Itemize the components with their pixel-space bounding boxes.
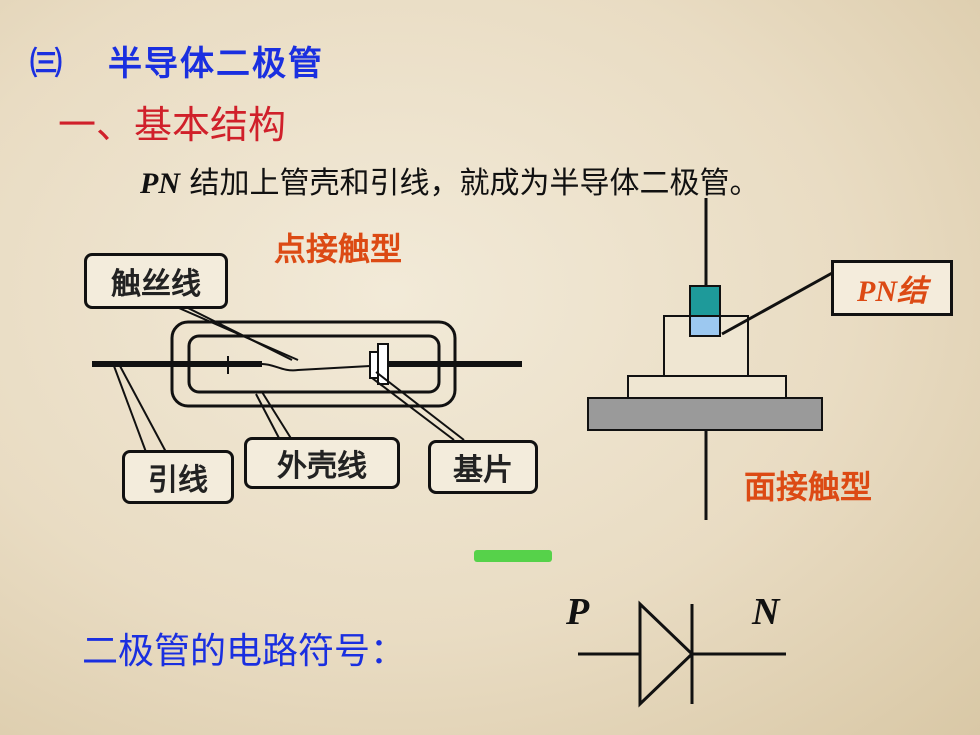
diode-triangle: [638, 600, 695, 708]
description-text: 结加上管壳和引线，就成为半导体二极管。: [189, 166, 760, 201]
symbol-n: N: [752, 591, 780, 633]
description: PN 结加上管壳和引线，就成为半导体二极管。: [140, 158, 760, 202]
diode-symbol: [578, 600, 786, 708]
surface-contact-title: 面接触型: [744, 468, 873, 506]
leader-shell-1: [261, 391, 293, 441]
label-shell: 外壳线: [244, 437, 400, 489]
label-lead: 引线: [122, 450, 234, 504]
leader-lead-1: [113, 365, 147, 453]
leader-pn: [721, 270, 835, 336]
point-contact-title: 点接触型: [274, 230, 403, 268]
surface-contact-diagram: [587, 198, 835, 520]
point-contact-diagram: [92, 301, 522, 453]
description-pn: PN: [140, 167, 180, 200]
label-pn-junction: PN结: [831, 260, 953, 316]
decorative-bar: [474, 550, 552, 562]
leader-whisker-2: [175, 301, 293, 361]
leader-shell-2: [255, 393, 281, 441]
base-plate: [587, 397, 823, 431]
symbol-label: 二极管的电路符号：: [82, 631, 407, 672]
pn-junction-top: [689, 285, 721, 317]
label-base: 基片: [428, 440, 538, 494]
leader-base-2: [371, 377, 455, 441]
base-chip: [369, 351, 379, 379]
base-chip-holder: [377, 343, 389, 385]
label-whisker: 触丝线: [84, 253, 228, 309]
leader-base-1: [375, 371, 465, 441]
section-title: 半导体二极管: [108, 44, 324, 84]
whisker-wire: [261, 363, 371, 372]
leader-lead-2: [119, 365, 167, 453]
symbol-p: P: [566, 591, 590, 633]
middle-block: [627, 375, 787, 399]
pn-junction-bottom: [689, 315, 721, 337]
section-marker: ㈢: [30, 44, 63, 82]
heading: 一、基本结构: [58, 103, 287, 147]
